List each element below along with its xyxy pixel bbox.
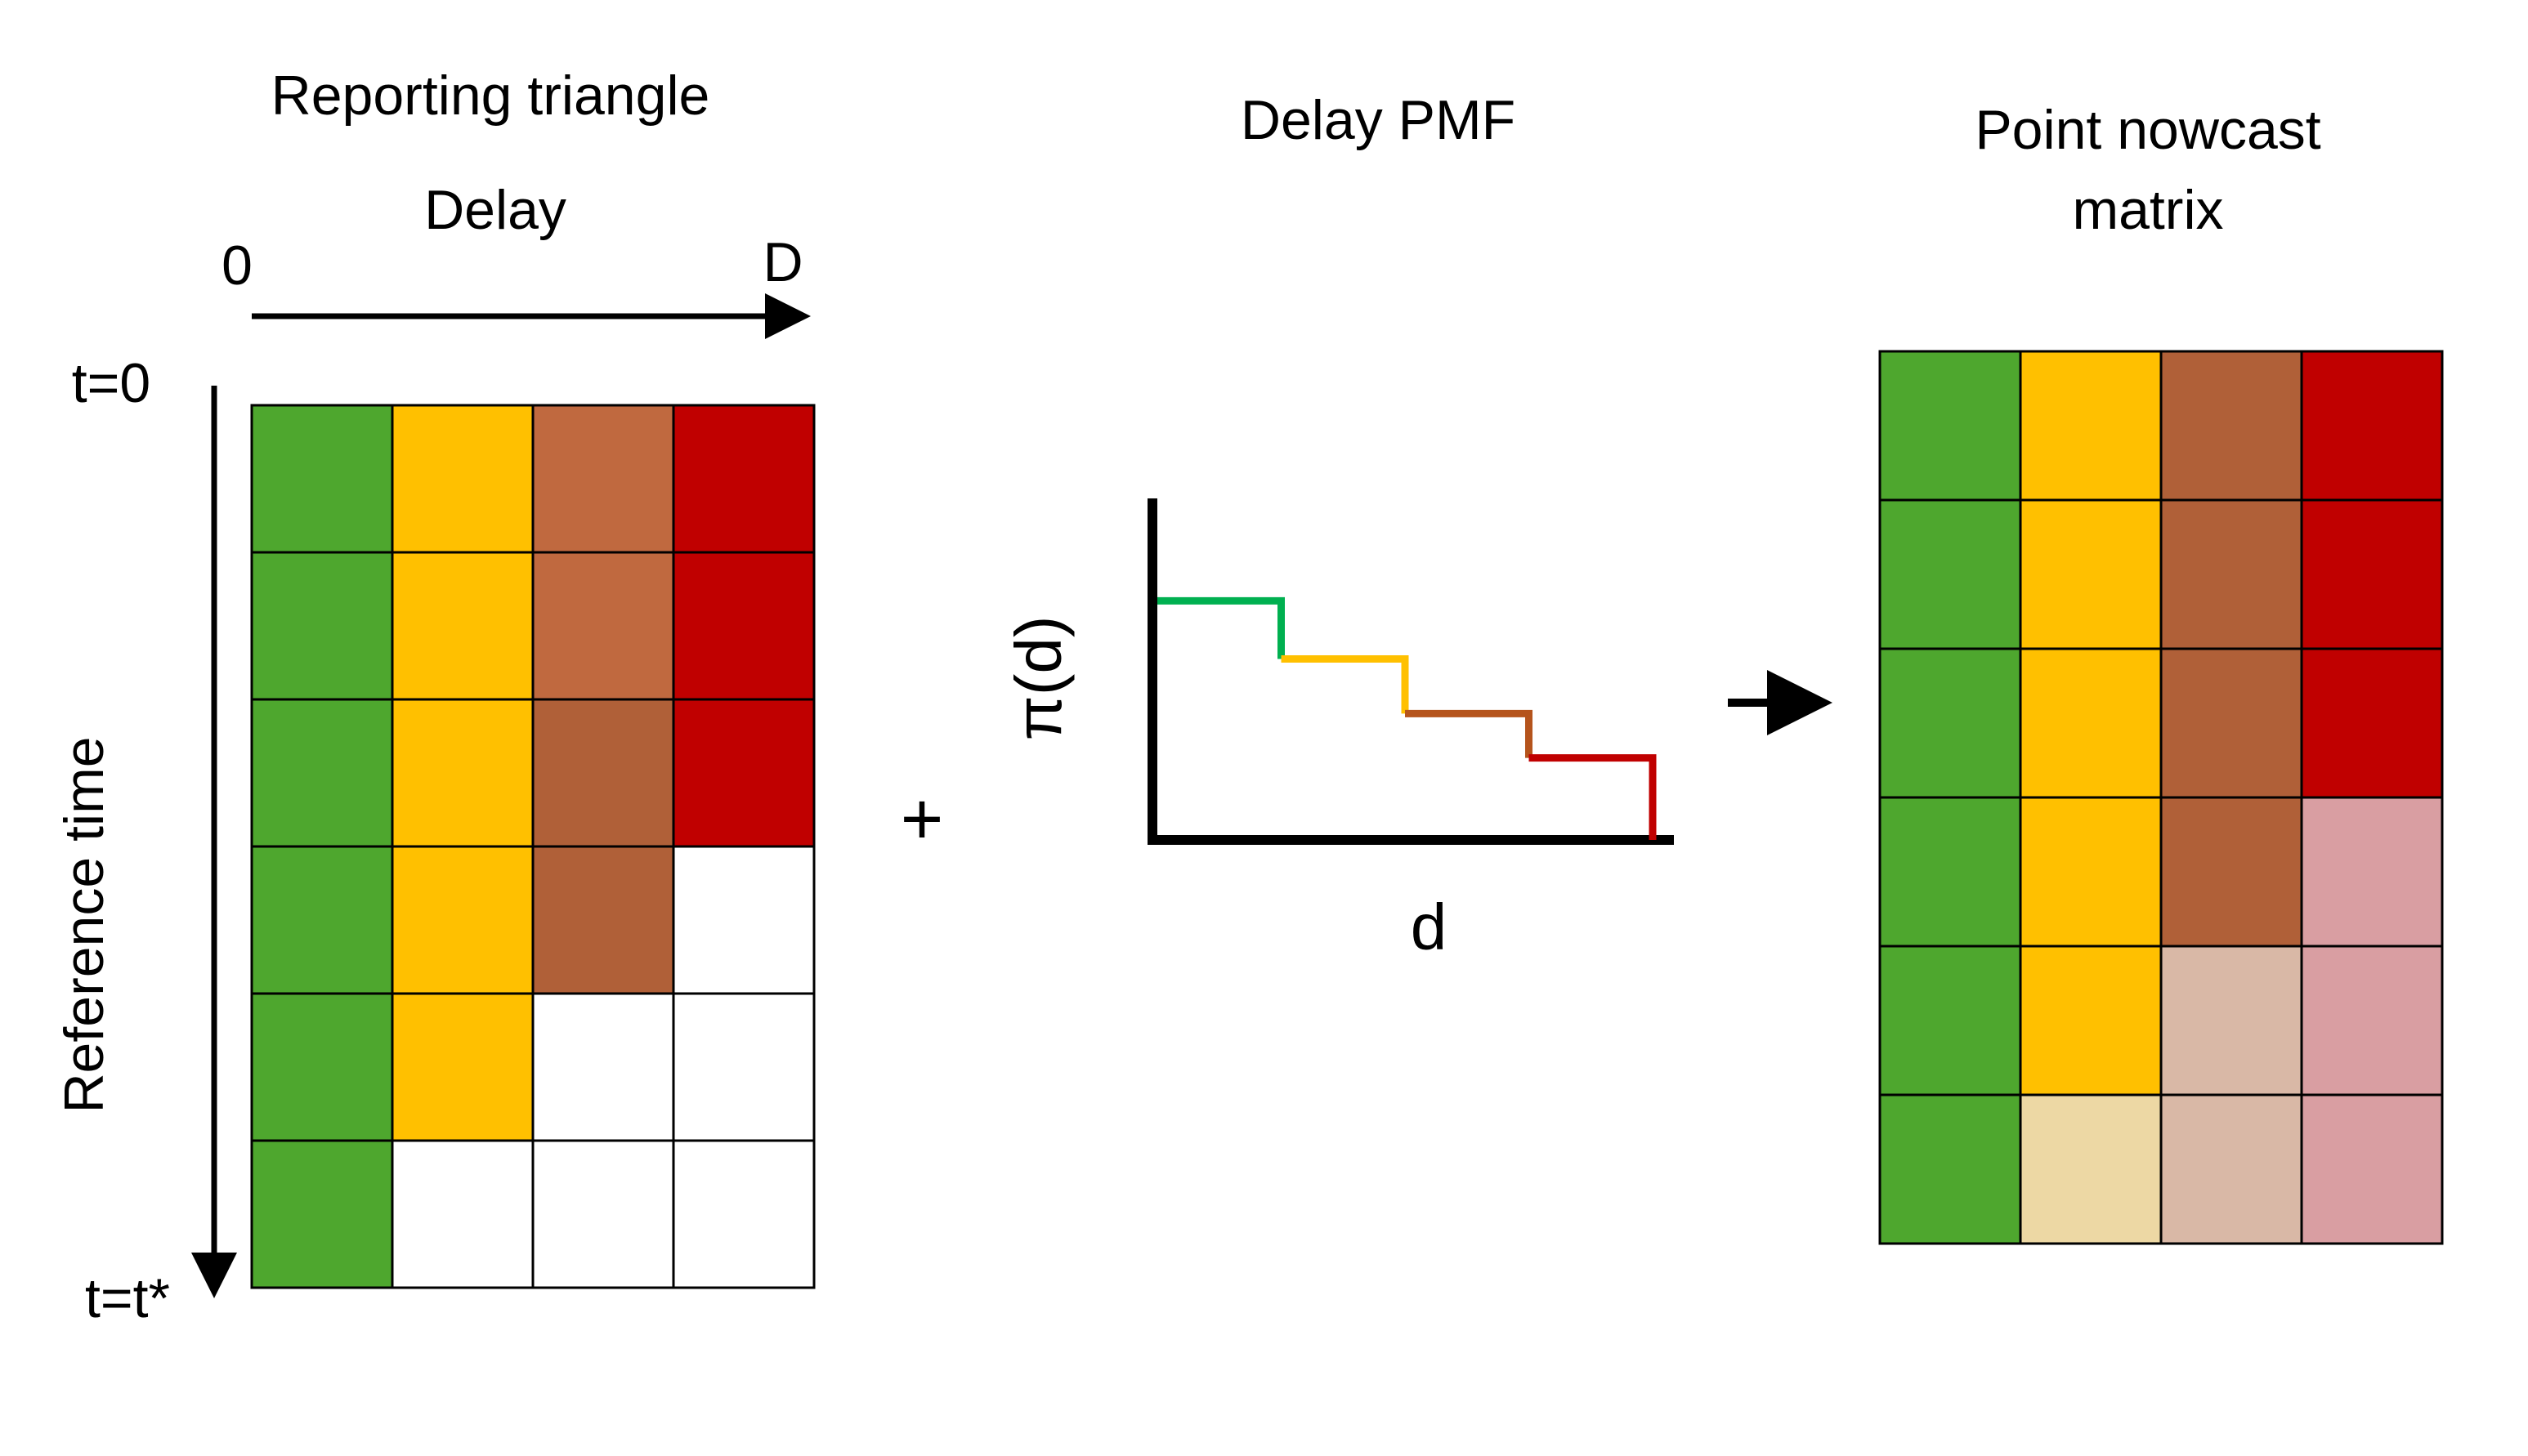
nowcast-cell-r4-c0 <box>1878 945 2022 1096</box>
nowcast-cell-r2-c2 <box>2159 647 2303 799</box>
triangle-cell-r4-c3 <box>672 992 816 1142</box>
pmf-step-1 <box>1281 654 1409 714</box>
delay-pmf-panel: Delay PMF π(d) d <box>1002 89 1674 963</box>
nowcast-matrix-grid <box>1878 350 2444 1245</box>
nowcast-cell-r1-c2 <box>2159 498 2303 650</box>
triangle-cell-r3-c2 <box>531 845 675 995</box>
triangle-cell-r1-c1 <box>391 551 535 701</box>
triangle-cell-r1-c0 <box>250 551 394 701</box>
pmf-title: Delay PMF <box>1241 89 1515 151</box>
delay-axis-label: Delay <box>424 179 566 241</box>
nowcast-cell-r2-c1 <box>2019 647 2163 799</box>
triangle-cell-r2-c2 <box>531 698 675 848</box>
triangle-cell-r3-c0 <box>250 845 394 995</box>
nowcast-cell-r0-c2 <box>2159 350 2303 502</box>
nowcast-cell-r5-c1 <box>2019 1093 2163 1245</box>
nowcast-cell-r5-c0 <box>1878 1093 2022 1245</box>
delay-end-label: D <box>763 231 803 293</box>
reporting-triangle-panel: Reporting triangle Delay 0 D t=0 t=t* Re… <box>53 65 816 1329</box>
pmf-xlabel: d <box>1411 891 1447 963</box>
triangle-cell-r3-c3 <box>672 845 816 995</box>
nowcast-cell-r1-c3 <box>2300 498 2444 650</box>
pmf-step-0 <box>1157 596 1285 659</box>
reporting-triangle-grid <box>250 404 816 1289</box>
nowcast-cell-r1-c1 <box>2019 498 2163 650</box>
triangle-cell-r1-c3 <box>672 551 816 701</box>
nowcast-cell-r1-c0 <box>1878 498 2022 650</box>
nowcast-cell-r3-c3 <box>2300 796 2444 948</box>
nowcast-cell-r0-c0 <box>1878 350 2022 502</box>
triangle-cell-r1-c2 <box>531 551 675 701</box>
triangle-cell-r0-c1 <box>391 404 535 554</box>
nowcast-cell-r5-c2 <box>2159 1093 2303 1245</box>
triangle-cell-r2-c3 <box>672 698 816 848</box>
nowcast-cell-r5-c3 <box>2300 1093 2444 1245</box>
nowcast-cell-r3-c1 <box>2019 796 2163 948</box>
nowcast-cell-r3-c2 <box>2159 796 2303 948</box>
nowcast-cell-r0-c3 <box>2300 350 2444 502</box>
triangle-title: Reporting triangle <box>271 65 710 127</box>
pmf-step-3 <box>1528 754 1657 840</box>
triangle-cell-r5-c1 <box>391 1139 535 1289</box>
triangle-cell-r5-c3 <box>672 1139 816 1289</box>
nowcast-cell-r4-c3 <box>2300 945 2444 1096</box>
nowcast-title-line1: Point nowcast <box>1975 99 2320 161</box>
nowcast-cell-r2-c3 <box>2300 647 2444 799</box>
triangle-cell-r4-c1 <box>391 992 535 1142</box>
plus-sign: + <box>901 779 944 860</box>
triangle-cell-r5-c0 <box>250 1139 394 1289</box>
triangle-cell-r0-c0 <box>250 404 394 554</box>
pmf-ylabel: π(d) <box>1002 616 1075 741</box>
triangle-cell-r5-c2 <box>531 1139 675 1289</box>
nowcast-cell-r2-c0 <box>1878 647 2022 799</box>
time-start-label: t=0 <box>72 352 150 414</box>
nowcast-cell-r4-c1 <box>2019 945 2163 1096</box>
pmf-step-2 <box>1405 709 1532 758</box>
triangle-cell-r0-c2 <box>531 404 675 554</box>
triangle-cell-r2-c1 <box>391 698 535 848</box>
triangle-cell-r0-c3 <box>672 404 816 554</box>
triangle-cell-r4-c2 <box>531 992 675 1142</box>
pmf-step-curve <box>1157 596 1657 840</box>
delay-start-label: 0 <box>221 234 253 297</box>
time-end-label: t=t* <box>85 1267 170 1329</box>
nowcast-matrix-panel: Point nowcast matrix <box>1878 99 2444 1245</box>
nowcast-cell-r3-c0 <box>1878 796 2022 948</box>
triangle-cell-r2-c0 <box>250 698 394 848</box>
nowcast-title-line2: matrix <box>2072 179 2223 241</box>
triangle-cell-r3-c1 <box>391 845 535 995</box>
triangle-cell-r4-c0 <box>250 992 394 1142</box>
nowcast-cell-r0-c1 <box>2019 350 2163 502</box>
nowcast-cell-r4-c2 <box>2159 945 2303 1096</box>
reference-time-label: Reference time <box>53 736 115 1113</box>
